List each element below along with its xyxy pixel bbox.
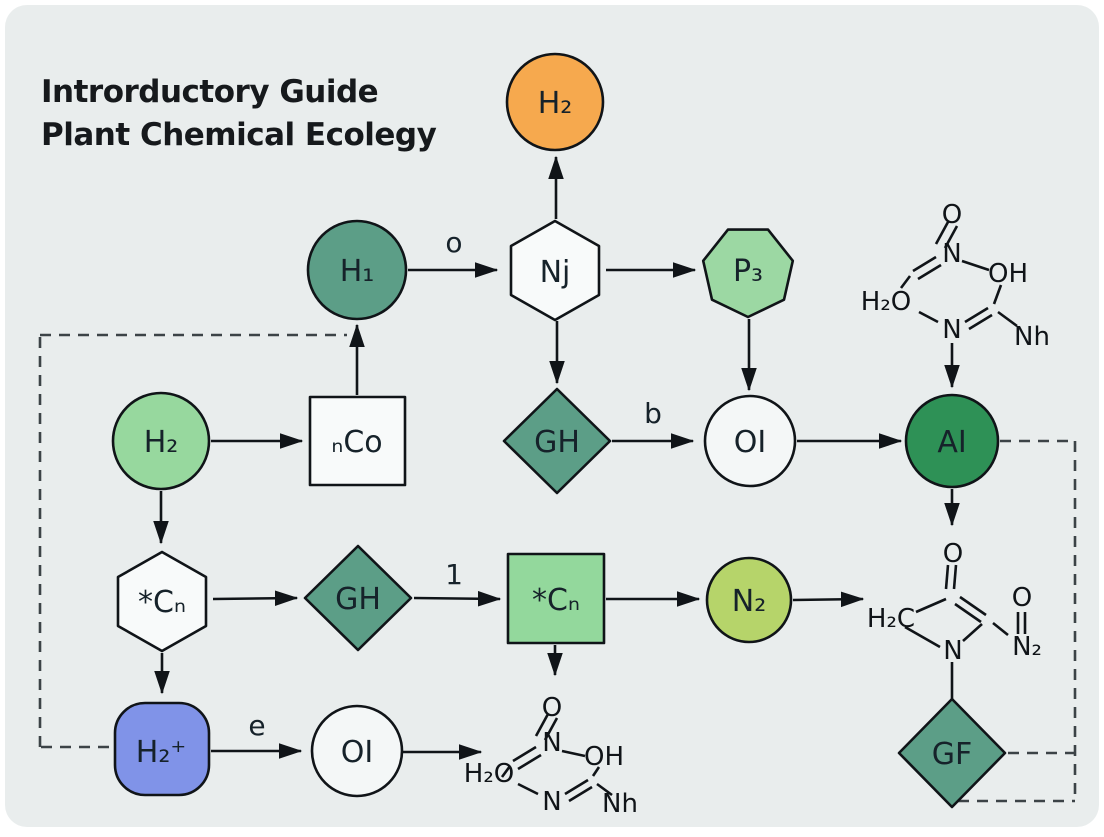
node-h2-left — [111, 391, 211, 491]
bond — [952, 564, 958, 590]
bond — [500, 765, 512, 778]
bond — [934, 221, 950, 245]
node-h2-top — [505, 52, 605, 152]
title-line-2: Plant Chemical Ecolegy — [41, 116, 437, 153]
atom-o: O — [542, 693, 562, 723]
node-cn-square — [506, 552, 606, 645]
node-h2-top-label: H₂ — [538, 86, 573, 121]
bond — [964, 306, 989, 324]
node-gh-center-label: GH — [534, 425, 580, 460]
node-nj — [509, 219, 601, 322]
atom-o: O — [942, 200, 962, 230]
bond — [517, 753, 542, 771]
bond — [564, 778, 589, 796]
atom-o-top: O — [943, 539, 963, 569]
atom-n: N — [943, 636, 962, 666]
node-gf-label: GF — [932, 737, 973, 772]
node-ai — [904, 393, 1000, 489]
edge-label-e: e — [248, 709, 265, 742]
node-n2-label: N₂ — [732, 584, 766, 619]
node-cn-hex-label: *Cₙ — [138, 585, 186, 620]
chem-pyrrolinone-right: O H₂C N O N₂ — [867, 539, 1042, 666]
node-oi-mid-label: OI — [734, 425, 766, 460]
node-nj-label: Nj — [540, 255, 571, 290]
arrow-cnhex-to-gh2 — [212, 590, 299, 607]
bond — [918, 310, 939, 324]
bond — [962, 623, 983, 642]
dashed-feedback-right — [958, 439, 1077, 803]
bond — [944, 564, 950, 590]
node-oi-mid — [703, 394, 797, 488]
bond — [596, 782, 613, 797]
atom-n-bottom: N — [942, 315, 961, 345]
atom-nh: Nh — [1014, 322, 1050, 352]
node-n2 — [705, 556, 793, 644]
bond — [568, 785, 593, 803]
atom-nh: Nh — [602, 789, 638, 819]
bond — [954, 602, 982, 624]
node-h1-label: H₁ — [340, 254, 375, 289]
atom-n: N — [942, 239, 961, 269]
node-nco-label: ₙCo — [331, 425, 382, 460]
node-gh-left-label: GH — [335, 582, 381, 617]
arrows — [153, 155, 960, 760]
atom-oh: OH — [988, 259, 1028, 289]
bond — [915, 597, 947, 614]
arrow-n2-to-pyrrolinone — [792, 591, 865, 608]
bond — [512, 745, 537, 763]
bond — [517, 782, 539, 796]
edge-label-1: 1 — [445, 558, 463, 591]
node-oi-bottom-label: OI — [341, 735, 373, 770]
bond — [561, 749, 586, 758]
title-line-1: Introrductory Guide — [41, 74, 379, 110]
atom-o-side: O — [1012, 583, 1032, 613]
node-gf — [897, 697, 1007, 809]
node-h2-plus-label: H₂⁺ — [136, 735, 186, 770]
bond — [904, 625, 941, 649]
bond — [968, 313, 993, 331]
node-gh-left — [303, 544, 413, 652]
atom-h2o: H₂O — [861, 287, 911, 317]
node-nco — [308, 395, 407, 487]
atom-h2o: H₂O — [464, 759, 514, 789]
bond — [992, 284, 1003, 305]
node-h2-left-label: H₂ — [144, 425, 179, 460]
node-cn-square-label: *Cₙ — [532, 583, 580, 618]
bond — [997, 310, 1018, 328]
edge-label-b: b — [644, 397, 662, 430]
bond — [912, 255, 937, 273]
atom-n2: N₂ — [1012, 632, 1042, 662]
node-cn-hex — [116, 550, 208, 653]
node-h2-plus — [113, 701, 211, 797]
bond — [959, 595, 987, 617]
bond — [899, 275, 912, 289]
node-h1 — [306, 219, 408, 321]
bond — [543, 717, 559, 741]
chem-ring-top-right: O N OH H₂O N Nh — [861, 200, 1050, 352]
node-ai-label: AI — [937, 425, 966, 460]
atom-h2c: H₂C — [867, 604, 915, 634]
page-title: Introrductory Guide Plant Chemical Ecole… — [41, 71, 437, 157]
flowchart-svg: o b 1 e H₂ H₁ Nj P₃ H₂ ₙCo GH OI AI — [38, 52, 1077, 819]
bond — [992, 621, 1009, 637]
node-oi-bottom — [310, 704, 404, 798]
chem-ring-bottom: O N OH H₂O N Nh — [464, 693, 638, 819]
atom-n: N — [542, 728, 561, 758]
dashed-feedback-left — [38, 333, 347, 749]
node-gh-center — [502, 387, 612, 495]
bond — [961, 259, 990, 272]
bond — [534, 713, 550, 737]
bond — [591, 766, 601, 777]
atom-oh: OH — [584, 742, 624, 772]
edge-label-o: o — [445, 226, 462, 259]
bond — [917, 263, 942, 281]
node-p3 — [701, 228, 795, 319]
bond — [943, 225, 959, 249]
diagram-canvas: Introrductory Guide Plant Chemical Ecole… — [5, 5, 1099, 827]
node-p3-label: P₃ — [733, 254, 763, 289]
atom-n-bottom: N — [542, 787, 561, 817]
arrow-gh2-to-cnsquare — [413, 590, 502, 607]
